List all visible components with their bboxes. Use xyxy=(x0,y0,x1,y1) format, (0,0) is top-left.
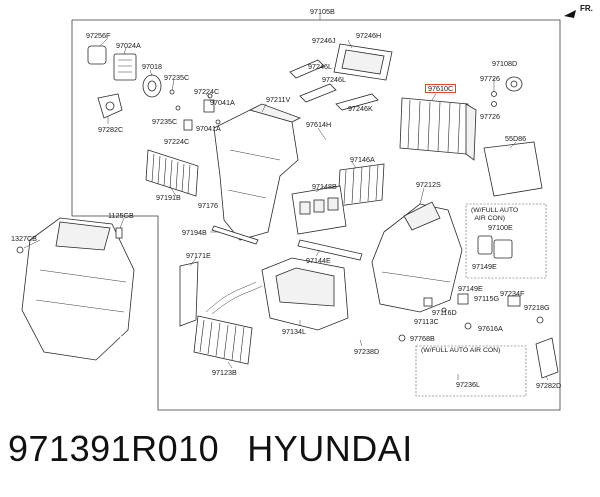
callout-97176: 97176 xyxy=(198,201,218,210)
leader-lines xyxy=(23,37,549,381)
seal-part xyxy=(289,43,393,111)
callout-97610C-highlighted: 97610C xyxy=(425,84,457,94)
brand-name: HYUNDAI xyxy=(247,428,413,469)
callout-1327CB: 1327CB xyxy=(11,234,37,243)
callout-97726-b: 97726 xyxy=(480,112,500,121)
callout-97115G: 97115G xyxy=(474,294,500,303)
callout-97018: 97018 xyxy=(142,62,162,71)
callout-97256F: 97256F xyxy=(86,31,111,40)
assembly-left-part xyxy=(16,217,135,401)
heater-core-part xyxy=(193,281,263,365)
callout-97282C: 97282C xyxy=(98,125,124,134)
note-full-auto-top: (W/FULL AUTO AIR CON) xyxy=(471,207,519,222)
callout-97123B: 97123B xyxy=(212,368,237,377)
callout-97246K: 97246K xyxy=(348,104,373,113)
lower-case-part xyxy=(261,257,349,331)
main-frame xyxy=(71,19,561,411)
callout-97246L-b: 97246L xyxy=(322,75,346,84)
duct-part xyxy=(179,261,199,327)
callout-97144E: 97144E xyxy=(306,256,331,265)
cabin-filter-part xyxy=(399,97,477,161)
full-auto-box-bottom xyxy=(415,345,527,397)
callout-97024A: 97024A xyxy=(116,41,141,50)
callout-97246H: 97246H xyxy=(356,31,382,40)
callout-97246L: 97246L xyxy=(308,62,332,71)
callout-97236L: 97236L xyxy=(456,380,480,389)
seal-bar-part xyxy=(211,225,259,245)
part-number: 971391R010 xyxy=(8,428,220,469)
callout-97282D: 97282D xyxy=(536,381,562,390)
actuator-d-part xyxy=(535,337,559,379)
filter-grill-part xyxy=(145,149,199,197)
callout-97041A: 97041A xyxy=(210,98,235,107)
filter-element-part xyxy=(337,163,385,207)
actuator-part xyxy=(97,93,123,119)
blower-bracket-part xyxy=(87,45,137,81)
callout-97224C: 97224C xyxy=(194,87,220,96)
callout-97212S: 97212S xyxy=(416,180,441,189)
callout-97191B: 97191B xyxy=(156,193,181,202)
evaporator-part xyxy=(291,185,347,235)
callout-97224C-b: 97224C xyxy=(164,137,190,146)
callout-97134L: 97134L xyxy=(282,327,306,336)
callout-97238D: 97238D xyxy=(354,347,380,356)
callout-97235C-b: 97235C xyxy=(152,117,178,126)
callout-55D86: 55D86 xyxy=(505,134,527,143)
callout-97105B: 97105B xyxy=(310,7,335,16)
case-right-part xyxy=(371,201,463,313)
motor-part xyxy=(142,74,162,98)
callout-97768B: 97768B xyxy=(410,334,435,343)
callout-97113C: 97113C xyxy=(414,317,439,326)
callout-97146A: 97146A xyxy=(350,155,375,164)
callout-97149E: 97149E xyxy=(472,262,497,271)
callout-97171E: 97171E xyxy=(186,251,211,260)
callout-97616A: 97616A xyxy=(478,324,503,333)
callout-97116D: 97116D xyxy=(432,308,457,317)
full-auto-box-top xyxy=(465,203,547,279)
callout-1125GB: 1125GB xyxy=(108,211,134,220)
callout-97246J: 97246J xyxy=(312,36,336,45)
callout-97108D: 97108D xyxy=(492,59,518,68)
sensor-part xyxy=(477,235,513,259)
foam-pad-part xyxy=(483,141,543,197)
callout-97218G: 97218G xyxy=(524,303,550,312)
front-arrow-icon xyxy=(564,10,576,18)
heater-case-part xyxy=(213,103,302,241)
note-full-auto-bottom: (W/FULL AUTO AIR CON) xyxy=(421,347,501,354)
callout-97726: 97726 xyxy=(480,74,500,83)
front-direction-label: FR. xyxy=(580,4,593,13)
part-footer: 971391R010 HYUNDAI xyxy=(8,428,441,470)
callout-97149E-b: 97149E xyxy=(458,284,483,293)
callout-97041A-b: 97041A xyxy=(196,124,221,133)
callout-97194B: 97194B xyxy=(182,228,207,237)
callout-97148B: 97148B xyxy=(312,182,337,191)
pipe-part xyxy=(297,239,363,261)
callout-97614H: 97614H xyxy=(306,120,332,129)
callout-97234F: 97234F xyxy=(500,289,525,298)
callout-97211V: 97211V xyxy=(266,95,291,104)
callout-97100E: 97100E xyxy=(488,223,513,232)
callout-97235C: 97235C xyxy=(164,73,190,82)
